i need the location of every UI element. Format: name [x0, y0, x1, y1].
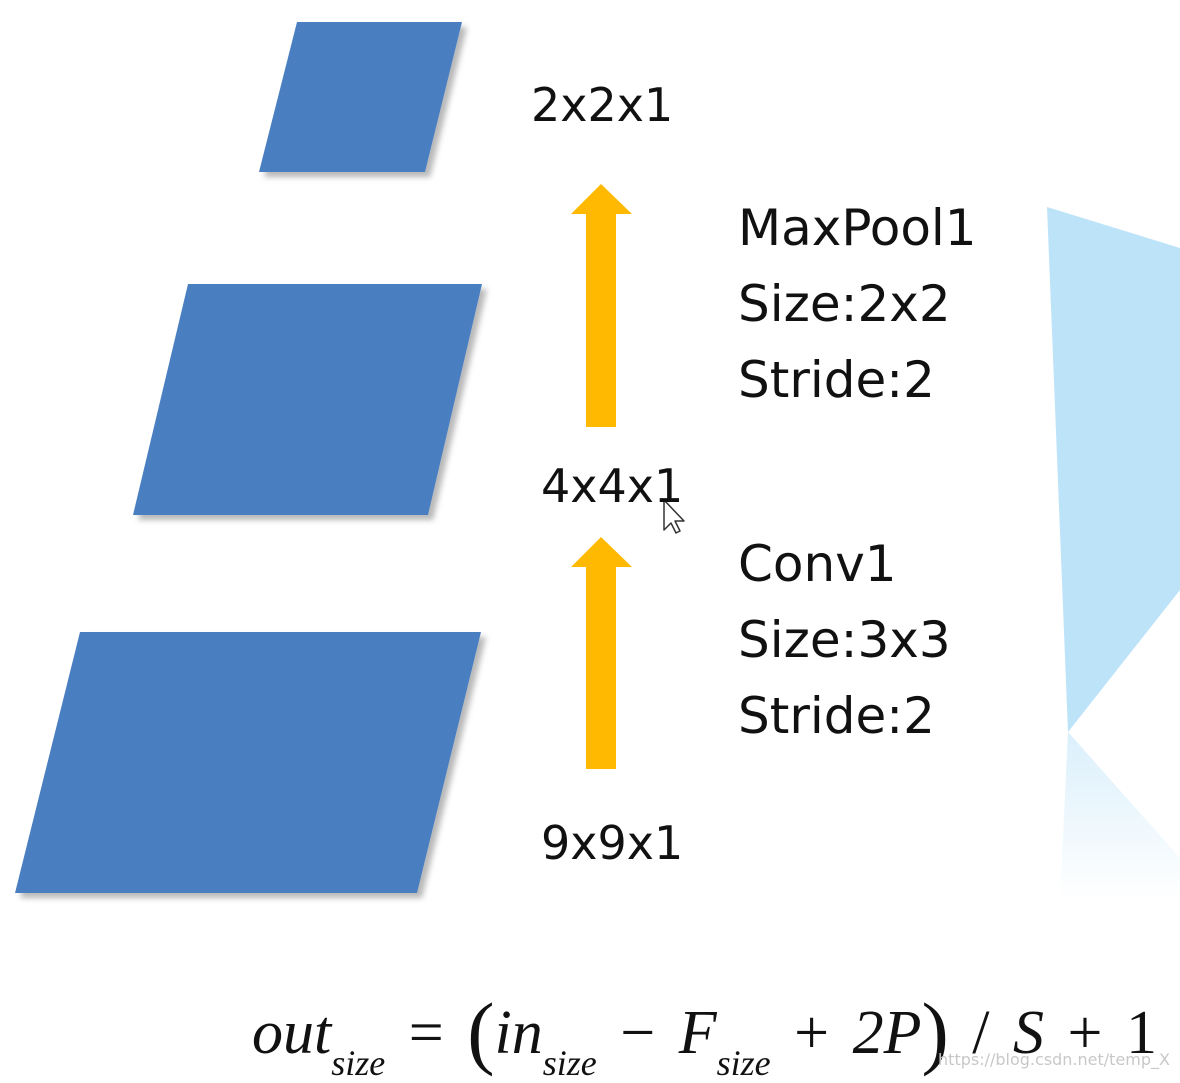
layer-label-9x9: 9x9x1	[541, 816, 684, 870]
conv-info: Conv1 Size:3x3 Stride:2	[738, 526, 951, 754]
maxpool-size: Size:2x2	[738, 275, 951, 333]
feature-map-9x9	[15, 632, 481, 893]
watermark: https://blog.csdn.net/temp_X	[938, 1050, 1170, 1069]
formula-f: F	[678, 999, 717, 1067]
maxpool-stride: Stride:2	[738, 351, 935, 409]
feature-map-2x2	[259, 22, 462, 172]
arrow-maxpool	[571, 184, 632, 427]
conv-stride: Stride:2	[738, 687, 935, 745]
maxpool-name: MaxPool1	[738, 199, 977, 257]
formula-out-sub: size	[331, 1043, 386, 1083]
side-panel-reflection	[1060, 732, 1180, 900]
layer-label-2x2: 2x2x1	[531, 78, 674, 132]
mouse-cursor-icon	[663, 499, 685, 534]
layer-label-4x4: 4x4x1	[541, 459, 684, 513]
output-size-formula: outsize = (insize − Fsize + 2P) / S + 1	[252, 985, 1157, 1082]
formula-lparen: (	[467, 986, 495, 1077]
feature-map-4x4	[133, 284, 482, 515]
side-panel-decoration	[1047, 207, 1180, 732]
formula-plus: +	[794, 999, 830, 1067]
maxpool-info: MaxPool1 Size:2x2 Stride:2	[738, 190, 977, 418]
formula-out: out	[252, 999, 332, 1067]
conv-name: Conv1	[738, 535, 897, 593]
formula-s: S	[1012, 999, 1044, 1067]
formula-divide: /	[972, 999, 990, 1067]
formula-in: in	[494, 999, 543, 1067]
formula-in-sub: size	[542, 1043, 597, 1083]
formula-equals: =	[408, 999, 444, 1067]
arrow-conv	[571, 537, 632, 769]
formula-minus: −	[620, 999, 656, 1067]
formula-2p: 2P	[852, 999, 922, 1067]
formula-plus-2: +	[1067, 999, 1103, 1067]
formula-f-sub: size	[716, 1043, 771, 1083]
conv-size: Size:3x3	[738, 611, 951, 669]
formula-one: 1	[1125, 999, 1157, 1067]
formula-rparen: )	[921, 986, 949, 1077]
